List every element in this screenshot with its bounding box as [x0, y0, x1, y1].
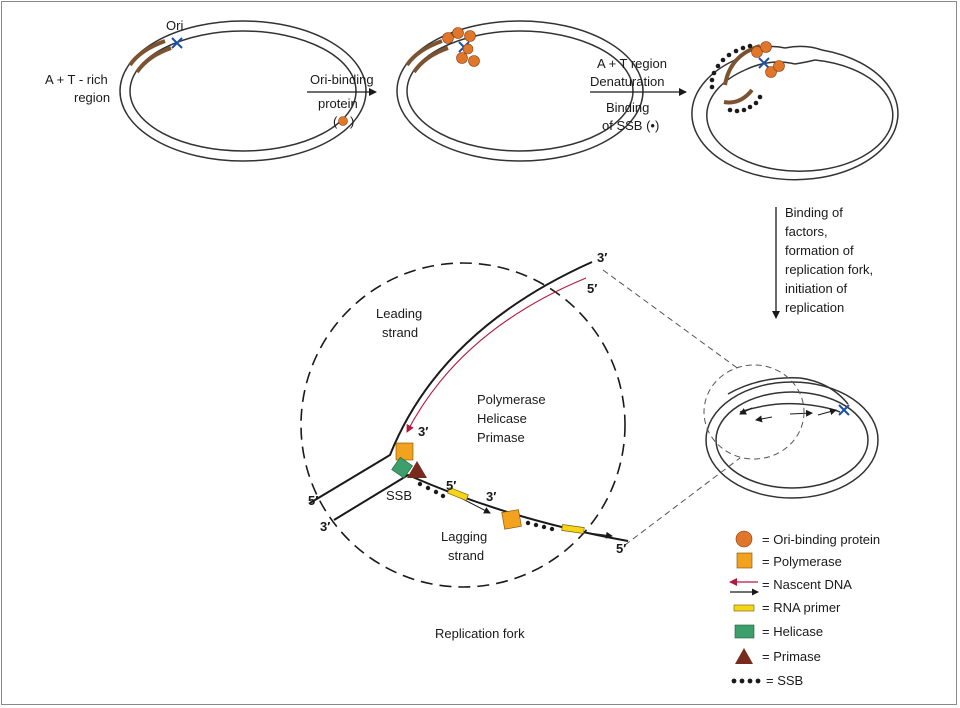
- prime-top-3: 3′: [597, 250, 607, 265]
- replication-fork: Leading strand Polymerase Helicase Prima…: [300, 250, 629, 641]
- prime-right-5: 5′: [616, 541, 626, 556]
- leading-strand-line: [309, 261, 593, 504]
- legend-rna-primer: = RNA primer: [762, 600, 841, 615]
- lagging-strand-label-1: Lagging: [441, 529, 487, 544]
- enzyme-label-helicase: Helicase: [477, 411, 527, 426]
- arrow3-label-3: formation of: [785, 243, 854, 258]
- legend-primase-icon: [735, 648, 753, 664]
- helicase: [391, 456, 413, 479]
- ssb-dots-lagging: [417, 481, 555, 532]
- legend: = Ori-binding protein = Polymerase = Nas…: [729, 530, 880, 688]
- rna-primer-1: [447, 487, 469, 501]
- legend-polymerase: = Polymerase: [762, 554, 842, 569]
- legend-helicase-icon: [734, 624, 755, 639]
- at-rich-region: [128, 39, 166, 67]
- stage2-plasmid: [396, 20, 644, 162]
- arrow3-label-1: Binding of: [785, 205, 843, 220]
- arrow1-paren-open: (: [333, 114, 338, 129]
- lagging-strand-label-2: strand: [448, 548, 484, 563]
- rna-primer-2: [561, 524, 585, 534]
- leading-strand-label-1: Leading: [376, 306, 422, 321]
- arrow2-label-2: Denaturation: [590, 74, 664, 89]
- prime-lag-5: 5′: [446, 478, 456, 493]
- arrow1-label-top: Ori-binding: [310, 72, 374, 87]
- arrow1-label-protein: protein: [318, 96, 358, 111]
- arrow2-label-1: A + T region: [597, 56, 667, 71]
- arrow3-label-5: initiation of: [785, 281, 848, 296]
- ori-binding-protein-icon: [338, 116, 348, 126]
- arrow3-label-6: replication: [785, 300, 844, 315]
- zoom-line-top: [602, 269, 741, 371]
- prime-left-5: 5′: [308, 493, 318, 508]
- at-region-label-2: region: [74, 90, 110, 105]
- prime-lag-3: 3′: [486, 489, 496, 504]
- arrow3-label-2: factors,: [785, 224, 828, 239]
- arrow2-label-4: of SSB (•): [602, 118, 659, 133]
- arrow-2: A + T region Denaturation Binding of SSB…: [590, 56, 687, 133]
- stage1-plasmid: Ori A + T - rich region: [45, 18, 367, 162]
- arrow3-label-4: replication fork,: [785, 262, 873, 277]
- legend-rna-primer-icon: [733, 604, 755, 612]
- ori-binding-proteins: [442, 27, 480, 67]
- prime-left-3: 3′: [320, 519, 330, 534]
- arrow-1: Ori-binding protein ( ): [307, 72, 377, 129]
- legend-ssb: = SSB: [766, 673, 803, 688]
- legend-ssb-icon: [731, 678, 761, 684]
- ssb-dots-stage3: [709, 43, 763, 114]
- stage3-plasmid: [691, 41, 899, 181]
- enzyme-label-primase: Primase: [477, 430, 525, 445]
- legend-helicase: = Helicase: [762, 624, 823, 639]
- arrow1-paren-close: ): [350, 114, 354, 129]
- nascent-leading-strand: [406, 277, 587, 433]
- at-region-label-1: A + T - rich: [45, 72, 108, 87]
- polymerase-lagging: [501, 509, 522, 530]
- legend-ori-protein: = Ori-binding protein: [762, 532, 880, 547]
- leading-strand-label-2: strand: [382, 325, 418, 340]
- zoom-line-bottom: [624, 457, 741, 546]
- ori-mark: [171, 37, 183, 49]
- legend-nascent-dna: = Nascent DNA: [762, 577, 852, 592]
- enzyme-label-polymerase: Polymerase: [477, 392, 546, 407]
- prime-top-5: 5′: [587, 281, 597, 296]
- arrow-3: Binding of factors, formation of replica…: [772, 205, 873, 319]
- legend-ori-protein-icon: [735, 530, 753, 548]
- ssb-label: SSB: [386, 488, 412, 503]
- prime-mid-3: 3′: [418, 424, 428, 439]
- polymerase-leading: [395, 442, 414, 461]
- denatured-strand-inner: [723, 88, 754, 105]
- fork-caption: Replication fork: [435, 626, 525, 641]
- stage4-plasmid: [703, 364, 879, 499]
- ori-label: Ori: [166, 18, 183, 33]
- legend-polymerase-icon: [736, 552, 753, 569]
- legend-primase: = Primase: [762, 649, 821, 664]
- arrow2-label-3: Binding: [606, 100, 649, 115]
- primase: [407, 461, 427, 478]
